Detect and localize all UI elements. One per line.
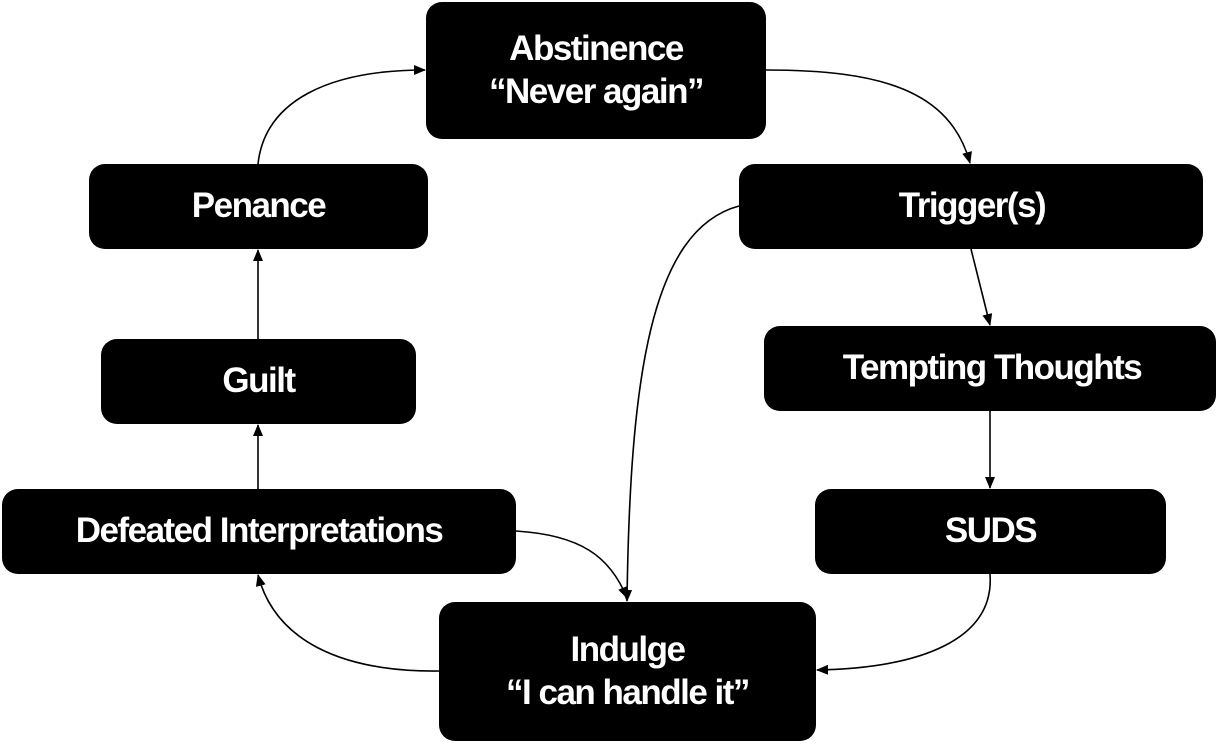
edge-indulge-to-defeated-interpretations [255, 574, 440, 672]
edge-trigger-to-tempting-thoughts [970, 248, 993, 326]
node-defeated-interpretations-label: Defeated Interpretations [75, 511, 444, 551]
node-trigger: Trigger(s) [739, 164, 1203, 249]
edge-trigger-to-indulge [622, 205, 740, 602]
node-penance: Penance [89, 164, 428, 249]
node-indulge-quote: “I can handle it” [506, 672, 750, 712]
node-tempting-thoughts: Tempting Thoughts [764, 326, 1216, 411]
edge-defeated-interpretations-to-indulge [515, 530, 628, 599]
node-indulge-title: Indulge [570, 629, 686, 669]
node-suds-label: SUDS [944, 511, 1038, 551]
edge-suds-to-indulge [816, 573, 991, 675]
node-guilt: Guilt [101, 339, 416, 424]
node-tempting-thoughts-label: Tempting Thoughts [842, 348, 1143, 388]
node-indulge: Indulge “I can handle it” [439, 602, 816, 741]
node-abstinence: Abstinence “Never again” [426, 2, 766, 139]
node-suds: SUDS [815, 489, 1166, 574]
node-abstinence-title: Abstinence [509, 28, 684, 68]
node-abstinence-quote: “Never again” [489, 71, 704, 111]
edge-abstinence-to-trigger [765, 69, 972, 164]
node-guilt-label: Guilt [222, 361, 296, 401]
node-penance-label: Penance [191, 186, 327, 226]
node-trigger-label: Trigger(s) [898, 186, 1047, 226]
edge-penance-to-abstinence [257, 65, 426, 165]
node-defeated-interpretations: Defeated Interpretations [2, 489, 516, 574]
